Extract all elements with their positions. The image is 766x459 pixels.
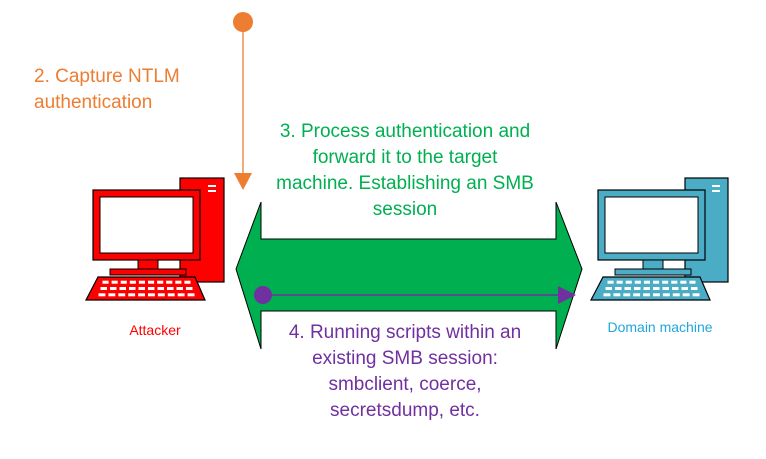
keyboard-key xyxy=(672,287,679,290)
keyboard-key xyxy=(633,293,641,297)
step2-line1: 2. Capture NTLM xyxy=(34,66,180,87)
keyboard-key xyxy=(157,293,165,297)
keyboard-key xyxy=(662,293,670,297)
keyboard-key xyxy=(129,287,136,290)
keyboard-key xyxy=(100,287,107,290)
keyboard-key xyxy=(616,280,623,284)
keyboard-key xyxy=(148,293,155,297)
keyboard-key xyxy=(157,287,164,290)
keyboard-key xyxy=(102,280,109,284)
domain-computer-icon xyxy=(590,177,729,301)
keyboard-key xyxy=(148,280,155,284)
keyboard-key xyxy=(120,280,127,284)
smb-relay-double-arrow xyxy=(235,201,583,350)
keyboard-key xyxy=(607,280,614,284)
keyboard-key xyxy=(157,280,164,284)
keyboard-key xyxy=(118,293,126,297)
attacker-label: Attacker xyxy=(129,322,181,338)
keyboard-key xyxy=(167,287,174,290)
keyboard-key xyxy=(662,280,669,284)
keyboard-key xyxy=(625,280,632,284)
keyboard-key xyxy=(138,280,145,284)
keyboard-key xyxy=(148,287,155,290)
keyboard-key xyxy=(119,287,126,290)
step4-line4: secretsdump, etc. xyxy=(330,400,480,421)
keyboard-key xyxy=(603,293,611,297)
keyboard-key xyxy=(108,293,116,297)
step4-line1: 4. Running scripts within an xyxy=(288,322,522,343)
keyboard-key xyxy=(634,280,641,284)
domain-machine-label: Domain machine xyxy=(607,319,713,335)
keyboard-key xyxy=(672,293,680,297)
keyboard-key xyxy=(128,293,136,297)
attacker-computer-icon xyxy=(85,177,225,301)
keyboard-key xyxy=(681,287,688,290)
keyboard-key xyxy=(111,280,118,284)
keyboard-key xyxy=(166,280,173,284)
keyboard-key xyxy=(623,293,631,297)
keyboard-key xyxy=(691,287,698,290)
capture-arrow xyxy=(233,12,253,190)
step3-line4: session xyxy=(372,199,438,220)
keyboard-key xyxy=(682,293,690,297)
keyboard-key xyxy=(615,287,622,290)
keyboard-key xyxy=(671,280,678,284)
step3-label: 3. Process authentication and forward it… xyxy=(255,119,555,223)
keyboard-key xyxy=(110,287,117,290)
session-arrowhead xyxy=(558,286,576,304)
keyboard-key xyxy=(689,280,696,284)
keyboard-key xyxy=(613,293,621,297)
keyboard-key xyxy=(605,287,612,290)
keyboard-key xyxy=(653,287,660,290)
step2-line2: authentication xyxy=(34,92,153,113)
keyboard-key xyxy=(186,287,193,290)
step3-line2: forward it to the target xyxy=(312,147,498,168)
keyboard-key xyxy=(138,293,145,297)
keyboard-key xyxy=(643,287,650,290)
step2-label: 2. Capture NTLM authentication xyxy=(34,64,234,116)
keyboard-key xyxy=(680,280,687,284)
keyboard-key xyxy=(175,280,182,284)
keyboard-key xyxy=(653,280,660,284)
keyboard-key xyxy=(634,287,641,290)
keyboard-key xyxy=(129,280,136,284)
keyboard-key xyxy=(653,293,660,297)
step4-line2: existing SMB session: xyxy=(312,348,498,369)
keyboard-key xyxy=(643,280,650,284)
step3-line3: machine. Establishing an SMB xyxy=(276,173,534,194)
keyboard-key xyxy=(176,287,183,290)
keyboard-key xyxy=(692,293,700,297)
step4-label: 4. Running scripts within an existing SM… xyxy=(255,320,555,424)
capture-arrowhead xyxy=(234,173,252,190)
keyboard-key xyxy=(177,293,185,297)
keyboard-key xyxy=(98,293,106,297)
capture-origin-dot xyxy=(233,12,253,32)
keyboard-key xyxy=(138,287,145,290)
keyboard-key xyxy=(184,280,191,284)
step3-line1: 3. Process authentication and xyxy=(279,121,531,142)
session-arrow xyxy=(254,286,576,304)
keyboard-key xyxy=(187,293,195,297)
step4-line3: smbclient, coerce, xyxy=(328,374,482,395)
keyboard-key xyxy=(643,293,650,297)
keyboard-key xyxy=(662,287,669,290)
keyboard-key xyxy=(624,287,631,290)
keyboard-key xyxy=(167,293,175,297)
